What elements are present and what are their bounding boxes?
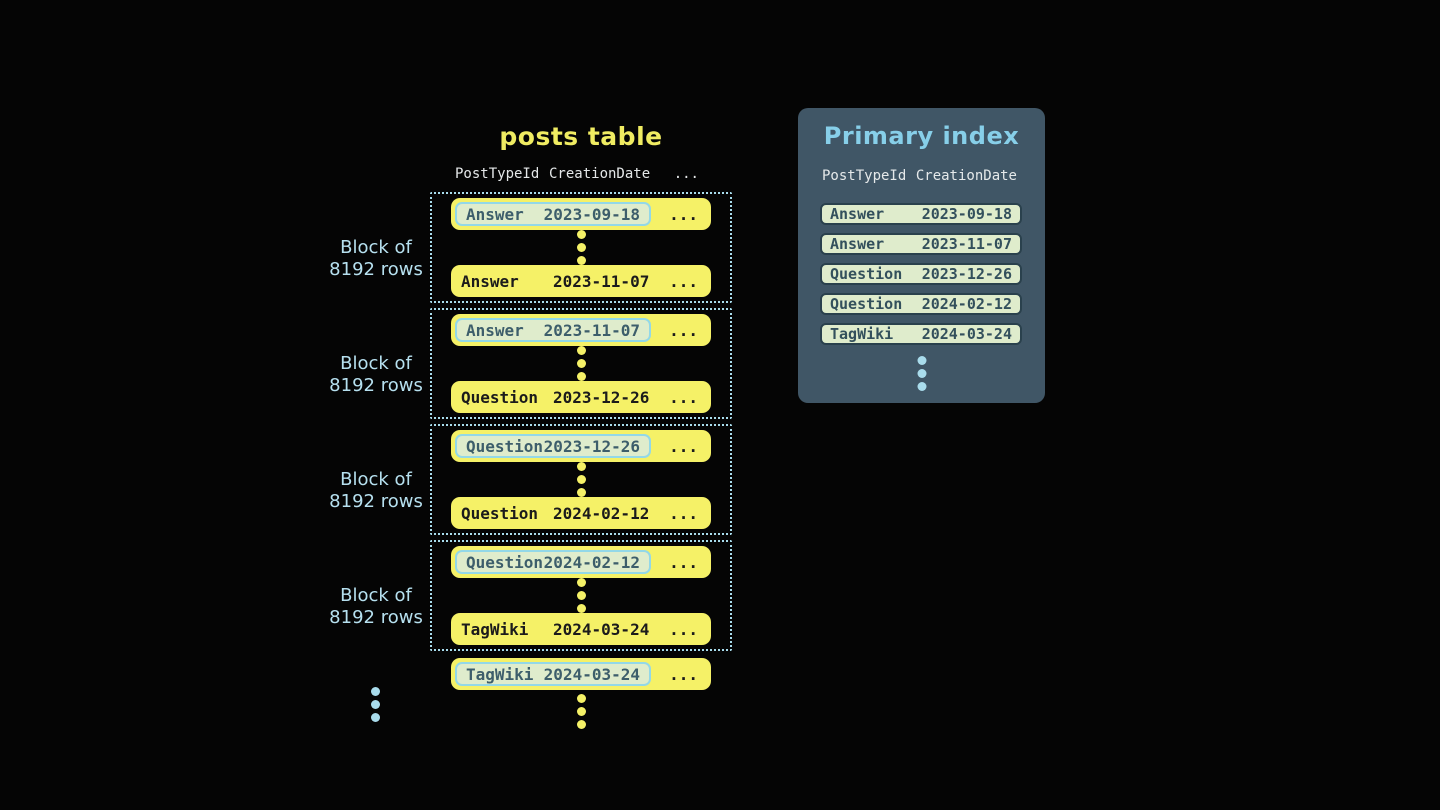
- row-ellipsis: ...: [669, 503, 698, 523]
- table-row-highlighted: Question 2023-12-26 ...: [451, 430, 711, 462]
- column-header-posttypeid: PostTypeId: [822, 168, 907, 184]
- index-entry: Question 2024-02-12: [820, 293, 1022, 315]
- posts-block-2: Answer 2023-11-07 ... Question 2023-12-2…: [430, 308, 732, 419]
- row-ellipsis: ...: [669, 204, 698, 224]
- entry-creationdate: 2024-03-24: [921, 325, 1012, 343]
- index-referenced-cell: TagWiki 2024-03-24: [455, 662, 651, 686]
- row-ellipsis: ...: [669, 320, 698, 340]
- row-posttypeid: Answer: [466, 204, 524, 224]
- row-posttypeid: Question: [461, 387, 539, 407]
- index-referenced-cell: Answer 2023-09-18: [455, 202, 651, 226]
- block-label-3: Block of 8192 rows: [306, 469, 446, 513]
- posts-block-1: Answer 2023-09-18 ... Answer 2023-11-07 …: [430, 192, 732, 303]
- column-header-creationdate: CreationDate: [549, 166, 651, 182]
- more-rows-dots-icon: [577, 694, 586, 729]
- block-label-4: Block of 8192 rows: [306, 585, 446, 629]
- row-ellipsis: ...: [669, 619, 698, 639]
- row-creationdate: 2023-09-18: [543, 204, 640, 224]
- index-entry: TagWiki 2024-03-24: [820, 323, 1022, 345]
- index-referenced-cell: Question 2023-12-26: [455, 434, 651, 458]
- primary-index-title: Primary index: [823, 122, 1020, 150]
- row-posttypeid: Question: [466, 436, 544, 456]
- row-ellipsis: ...: [669, 436, 698, 456]
- block-label-line2: 8192 rows: [329, 490, 423, 512]
- block-label-line1: Block of: [340, 353, 412, 374]
- row-posttypeid: Question: [461, 503, 539, 523]
- table-row: TagWiki 2024-03-24 ...: [451, 613, 711, 645]
- vertical-ellipsis-dots-icon: [576, 462, 586, 497]
- index-referenced-cell: Question 2024-02-12: [455, 550, 651, 574]
- table-row: Question 2023-12-26 ...: [451, 381, 711, 413]
- block-label-line1: Block of: [340, 469, 412, 490]
- row-posttypeid: Answer: [461, 271, 519, 291]
- column-header-posttypeid: PostTypeId: [455, 166, 540, 182]
- column-header-creationdate: CreationDate: [915, 168, 1017, 184]
- vertical-ellipsis-dots-icon: [576, 346, 586, 381]
- entry-creationdate: 2023-09-18: [921, 205, 1012, 223]
- table-row-highlighted: Answer 2023-11-07 ...: [451, 314, 711, 346]
- row-creationdate: 2024-02-12: [543, 552, 640, 572]
- posts-table-title: posts table: [499, 122, 663, 151]
- block-label-line1: Block of: [340, 585, 412, 606]
- row-creationdate: 2023-11-07: [553, 271, 650, 291]
- table-row: Answer 2023-11-07 ...: [451, 265, 711, 297]
- table-row-highlighted: TagWiki 2024-03-24 ...: [451, 658, 711, 690]
- vertical-ellipsis-dots-icon: [576, 578, 586, 613]
- primary-index-panel: Primary index PostTypeId CreationDate An…: [798, 108, 1045, 403]
- posts-block-4: Question 2024-02-12 ... TagWiki 2024-03-…: [430, 540, 732, 651]
- row-ellipsis: ...: [669, 271, 698, 291]
- row-ellipsis: ...: [669, 664, 698, 684]
- row-posttypeid: Question: [466, 552, 544, 572]
- vertical-ellipsis-dots-icon: [576, 230, 586, 265]
- more-blocks-dots-icon: [371, 687, 380, 722]
- row-creationdate: 2024-02-12: [553, 503, 650, 523]
- posts-block-3: Question 2023-12-26 ... Question 2024-02…: [430, 424, 732, 535]
- row-creationdate: 2023-12-26: [543, 436, 640, 456]
- entry-creationdate: 2023-12-26: [921, 265, 1012, 283]
- posts-table-column-headers: PostTypeId CreationDate ...: [452, 166, 712, 182]
- block-label-line2: 8192 rows: [329, 374, 423, 396]
- column-header-ellipsis: ...: [673, 166, 699, 182]
- row-creationdate: 2023-11-07: [543, 320, 640, 340]
- table-row-highlighted: Question 2024-02-12 ...: [451, 546, 711, 578]
- entry-posttypeid: TagWiki: [830, 325, 894, 343]
- index-referenced-cell: Answer 2023-11-07: [455, 318, 651, 342]
- row-posttypeid: Answer: [466, 320, 524, 340]
- index-entry: Answer 2023-09-18: [820, 203, 1022, 225]
- row-posttypeid: TagWiki: [461, 619, 529, 639]
- index-entry: Question 2023-12-26: [820, 263, 1022, 285]
- primary-index-column-headers: PostTypeId CreationDate: [798, 168, 1045, 184]
- block-label-line1: Block of: [340, 237, 412, 258]
- entry-creationdate: 2024-02-12: [921, 295, 1012, 313]
- table-row: Question 2024-02-12 ...: [451, 497, 711, 529]
- entry-posttypeid: Answer: [830, 235, 885, 253]
- row-ellipsis: ...: [669, 387, 698, 407]
- row-creationdate: 2023-12-26: [553, 387, 650, 407]
- row-ellipsis: ...: [669, 552, 698, 572]
- entry-creationdate: 2023-11-07: [921, 235, 1012, 253]
- entry-posttypeid: Answer: [830, 205, 885, 223]
- row-creationdate: 2024-03-24: [553, 619, 650, 639]
- entry-posttypeid: Question: [830, 295, 903, 313]
- block-label-2: Block of 8192 rows: [306, 353, 446, 397]
- row-posttypeid: TagWiki: [466, 664, 534, 684]
- index-entry: Answer 2023-11-07: [820, 233, 1022, 255]
- table-row-highlighted: Answer 2023-09-18 ...: [451, 198, 711, 230]
- block-label-line2: 8192 rows: [329, 606, 423, 628]
- entry-posttypeid: Question: [830, 265, 903, 283]
- block-label-1: Block of 8192 rows: [306, 237, 446, 281]
- more-entries-dots-icon: [917, 356, 926, 391]
- row-creationdate: 2024-03-24: [543, 664, 640, 684]
- block-label-line2: 8192 rows: [329, 258, 423, 280]
